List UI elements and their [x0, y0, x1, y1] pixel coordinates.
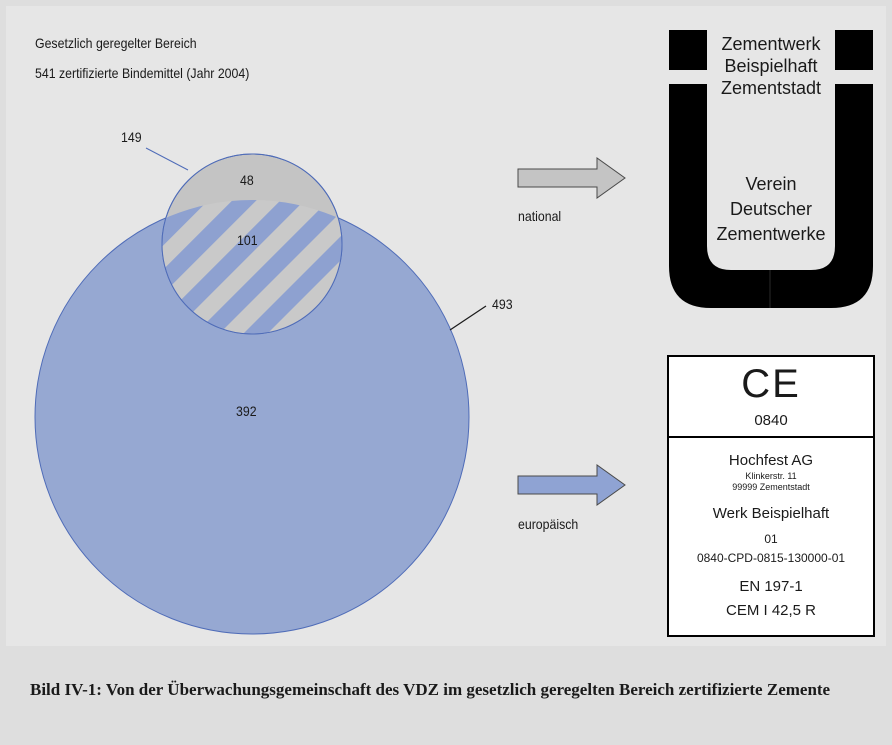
ce-cement-type: CEM I 42,5 R: [725, 602, 817, 619]
u-mark-top-line-2: Beispielhaft: [724, 56, 818, 76]
caption-area: Bild IV-1: Von der Überwachungsgemeinsch…: [6, 654, 886, 745]
small-circle-outline: [161, 153, 343, 335]
u-mark-bottom-text: Verein Deutscher Zementwerke: [695, 172, 847, 247]
u-mark-bottom-line-2: Deutscher: [729, 199, 813, 219]
leader-line-493: [449, 305, 487, 331]
leader-line-149: [145, 147, 189, 171]
u-mark-top-text: Zementwerk Beispielhaft Zementstadt: [688, 33, 854, 99]
label-small-total: 149: [121, 129, 142, 145]
u-mark-top-line-1: Zementwerk: [721, 34, 821, 54]
ce-label-box: [667, 355, 875, 637]
ce-plant: Werk Beispielhaft: [712, 505, 830, 522]
ce-year: 01: [764, 532, 778, 546]
u-conformity-mark: [669, 30, 873, 308]
ce-city: 99999 Zementstadt: [732, 482, 810, 492]
figure-caption: Bild IV-1: Von der Überwachungsgemeinsch…: [30, 680, 831, 699]
ce-company: Hochfest AG: [728, 452, 814, 469]
ce-notified-body: 0840: [754, 412, 788, 429]
label-large-only: 392: [236, 403, 257, 419]
european-arrow: [517, 464, 626, 506]
ce-standard: EN 197-1: [739, 578, 803, 595]
u-mark-bottom-line-1: Verein: [745, 174, 797, 194]
national-arrow: [517, 157, 626, 199]
header-line-2: 541 zertifizierte Bindemittel (Jahr 2004…: [35, 65, 250, 81]
ce-certificate: 0840-CPD-0815-130000-01: [696, 551, 846, 565]
ce-street: Klinkerstr. 11: [745, 471, 797, 481]
label-european: europäisch: [518, 516, 579, 532]
u-mark-bottom-line-3: Zementwerke: [716, 224, 826, 244]
label-large-total-value: 493: [492, 296, 513, 312]
label-national: national: [518, 208, 562, 224]
label-small-only: 48: [240, 172, 254, 188]
ce-mark-icon: CE: [741, 362, 801, 406]
u-mark-top-line-3: Zementstadt: [720, 78, 822, 98]
header-line-1: Gesetzlich geregelter Bereich: [35, 35, 197, 51]
label-intersection: 101: [237, 232, 258, 248]
